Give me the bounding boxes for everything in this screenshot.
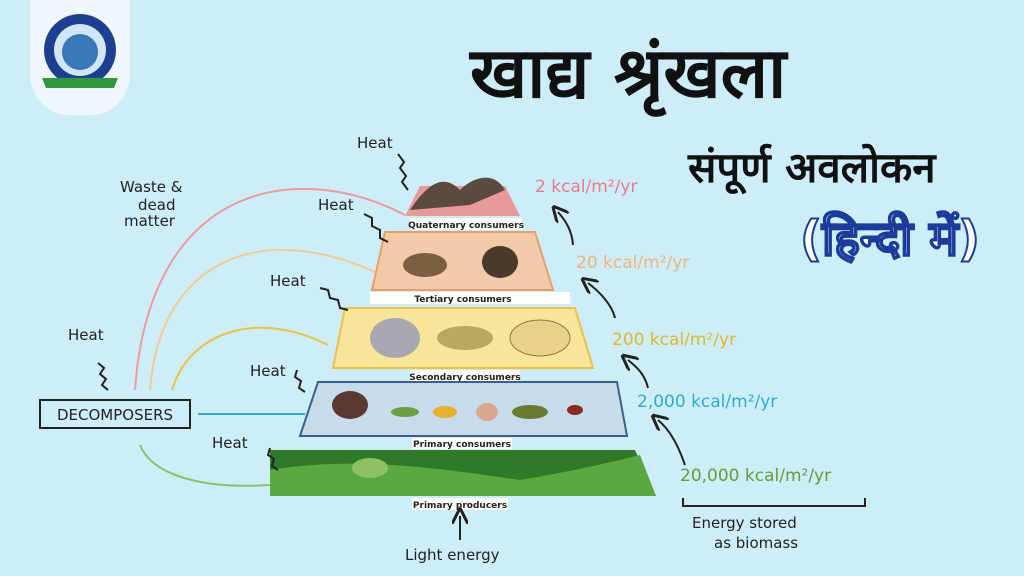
energy-flow-arrow [588, 283, 616, 319]
heat-label: Heat [250, 362, 286, 380]
mouse-image [332, 391, 368, 419]
page-title: खाद्य श्रृंखला [470, 32, 787, 114]
biomass-label: Energy stored [692, 514, 797, 532]
waste-arrow-secondary [171, 326, 329, 391]
energy-flow-arrow [658, 420, 686, 466]
energy-flow-arrow [558, 212, 574, 246]
waste-label: dead [138, 196, 175, 214]
waste-arrow-quaternary [134, 187, 406, 391]
energy-primary-producers: 20,000 kcal/m²/yr [680, 466, 831, 486]
caterpillar-image [512, 405, 548, 419]
heat-squiggle [319, 287, 349, 311]
moth-image [476, 403, 498, 421]
bee-image [433, 406, 457, 418]
ant-image [567, 405, 583, 415]
grasshopper-image [391, 407, 419, 417]
secondary-label: Secondary consumers [409, 373, 520, 383]
primary-consumers-label: Primary consumers [413, 440, 511, 450]
energy-secondary: 200 kcal/m²/yr [612, 330, 736, 350]
heat-label: Heat [318, 196, 354, 214]
energy-primary-consumers: 2,000 kcal/m²/yr [637, 392, 777, 412]
snake-image [482, 246, 518, 278]
primary-consumers-level [298, 381, 629, 437]
waste-arrow-producers [139, 444, 271, 487]
quaternary-label: Quaternary consumers [408, 221, 524, 231]
logo-emblem [42, 14, 118, 88]
heat-label: Heat [68, 326, 104, 344]
tertiary-level [370, 231, 555, 291]
heat-squiggle [293, 369, 306, 393]
khan-global-studies-logo [30, 0, 130, 115]
snake-image [403, 253, 447, 277]
decomposers-box [39, 399, 191, 429]
tertiary-label: Tertiary consumers [414, 295, 511, 305]
eagle-image [410, 177, 505, 210]
heat-label: Heat [357, 134, 393, 152]
heat-squiggle [266, 447, 279, 471]
heat-label: Heat [212, 434, 248, 452]
page-subtitle: संपूर्ण अवलोकन [688, 143, 936, 192]
energy-quaternary: 2 kcal/m²/yr [535, 177, 637, 197]
heat-squiggle [363, 213, 389, 243]
heat-squiggle [97, 362, 109, 391]
language-tag: (हिन्दी में) [799, 210, 981, 268]
bird-image [437, 326, 493, 350]
bush-image [352, 458, 388, 478]
biomass-bracket [682, 498, 866, 507]
rat-image [370, 318, 420, 358]
waste-arrow-tertiary [149, 248, 376, 391]
heat-squiggle [397, 153, 409, 191]
energy-tertiary: 20 kcal/m²/yr [576, 253, 689, 273]
waste-label: Waste & [120, 178, 183, 196]
waste-label: matter [124, 212, 176, 230]
primary-producers-label: Primary producers [413, 501, 507, 511]
energy-flow-arrow [628, 360, 649, 389]
decomposers-label: DECOMPOSERS [57, 406, 173, 424]
toad-image [509, 319, 571, 357]
biomass-label: as biomass [714, 534, 798, 552]
heat-label: Heat [270, 272, 306, 290]
light-energy-label: Light energy [405, 546, 500, 564]
